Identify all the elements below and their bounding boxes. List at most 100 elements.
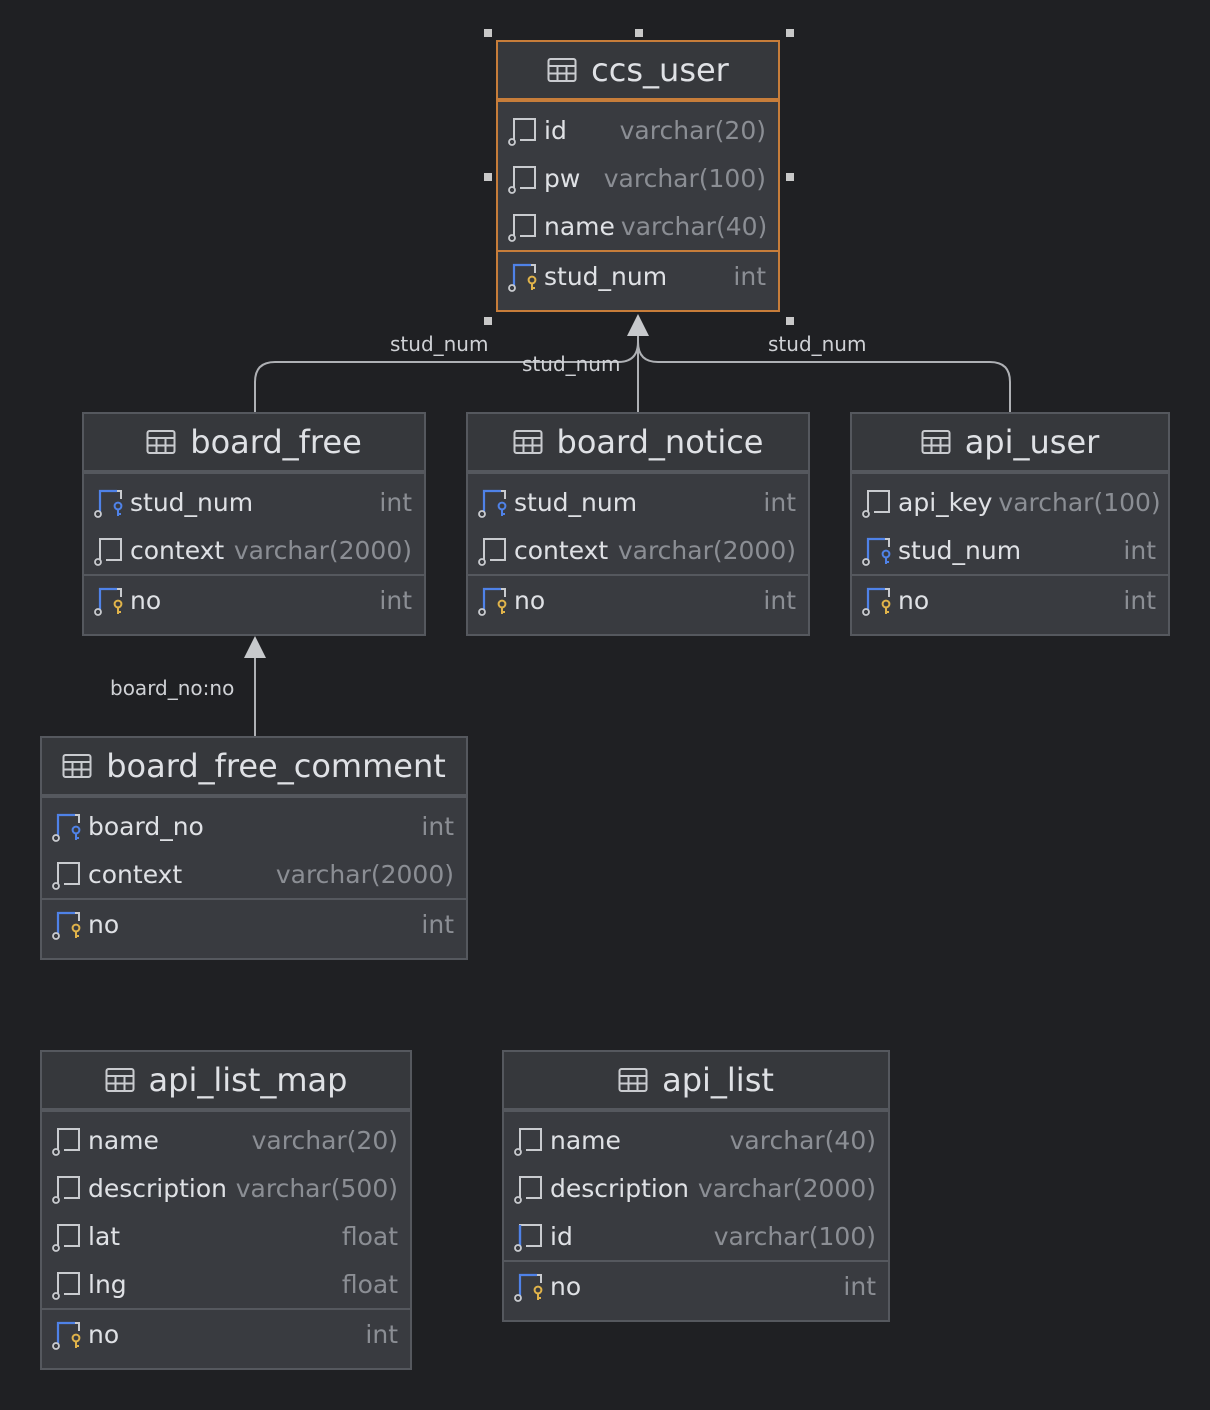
primary-key-icon [92,583,126,617]
selection-handle[interactable] [484,173,492,181]
column-row[interactable]: board_no int [42,802,466,850]
table-name: api_user [964,423,1100,461]
foreign-key-icon [476,485,510,519]
table-name: api_list [662,1061,774,1099]
column-row[interactable]: lng float [42,1260,410,1308]
primary-key-icon [512,1269,546,1303]
selection-handle[interactable] [484,29,492,37]
table-header[interactable]: api_user [852,414,1168,472]
primary-key-icon [50,1317,84,1351]
table-header[interactable]: board_notice [468,414,808,472]
column-type: int [763,585,796,615]
table-header[interactable]: board_free [84,414,424,472]
column-icon [50,857,84,891]
column-icon [512,1171,546,1205]
column-name: no [550,1271,582,1301]
column-icon [92,533,126,567]
selection-handle[interactable] [786,173,794,181]
column-name: lng [88,1269,127,1299]
column-row[interactable]: no int [504,1262,888,1310]
table-icon [618,1067,648,1093]
column-type: varchar(40) [620,211,768,241]
selection-handle[interactable] [484,317,492,325]
column-row[interactable]: name varchar(40) [504,1116,888,1164]
column-type: int [365,1319,398,1349]
selection-handle[interactable] [786,29,794,37]
relation-arrowhead-ccs-user [627,314,649,336]
table-header[interactable]: ccs_user [498,42,778,100]
foreign-key-icon [50,809,84,843]
table-header[interactable]: api_list_map [42,1052,410,1110]
column-type: int [763,487,796,517]
column-type: float [341,1269,398,1299]
column-type: int [843,1271,876,1301]
column-icon [860,485,894,519]
foreign-key-icon [92,485,126,519]
column-icon [50,1219,84,1253]
column-type: varchar(500) [235,1173,398,1203]
column-type: varchar(40) [729,1125,876,1155]
column-name: stud_num [130,487,254,517]
column-icon [476,533,510,567]
column-type: int [1123,535,1156,565]
primary-key-icon [476,583,510,617]
table-header[interactable]: api_list [504,1052,888,1110]
column-name: board_no [88,811,204,841]
column-icon [50,1267,84,1301]
table-header[interactable]: board_free_comment [42,738,466,796]
column-name: name [88,1125,159,1155]
column-name: name [550,1125,621,1155]
column-name: no [898,585,930,615]
keys-section: no int [504,1260,888,1310]
column-type: varchar(2000) [617,535,796,565]
column-type: varchar(20) [619,115,766,145]
column-type: varchar(100) [998,487,1161,517]
selection-handle[interactable] [635,29,643,37]
column-type: int [421,909,454,939]
column-name: context [88,859,183,889]
table-icon [146,429,176,455]
column-type: int [421,811,454,841]
column-name: description [88,1173,228,1203]
table-icon [105,1067,135,1093]
table-icon [513,429,543,455]
column-type: varchar(2000) [233,535,412,565]
relation-arrowhead-board-free [244,636,266,658]
selection-handle[interactable] [786,317,794,325]
column-type: varchar(100) [713,1221,876,1251]
relation-line-api-user [637,332,1011,412]
